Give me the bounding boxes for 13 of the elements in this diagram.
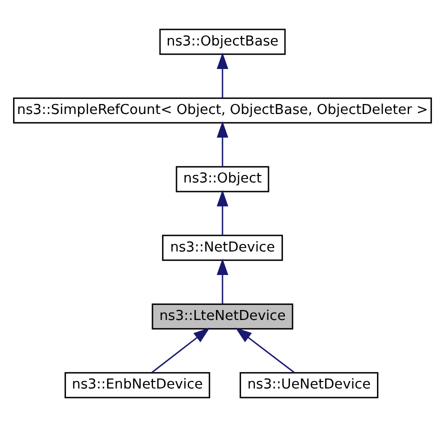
- arrow: [216, 52, 228, 98]
- arrow: [216, 258, 228, 304]
- arrow: [235, 328, 295, 374]
- node-box: ns3::NetDevice: [162, 234, 283, 261]
- node-box: ns3::EnbNetDevice: [64, 372, 210, 398]
- node-box: ns3::ObjectBase: [159, 28, 286, 55]
- arrow: [216, 190, 228, 235]
- node-box: ns3::LteNetDevice: [152, 303, 294, 330]
- node-box: ns3::Object: [176, 166, 270, 192]
- node-box: ns3::UeNetDevice: [240, 372, 378, 398]
- arrow: [151, 328, 210, 374]
- node-box: ns3::SimpleRefCount< Object, ObjectBase, ObjectDeleter >: [13, 97, 432, 124]
- arrow: [216, 121, 228, 166]
